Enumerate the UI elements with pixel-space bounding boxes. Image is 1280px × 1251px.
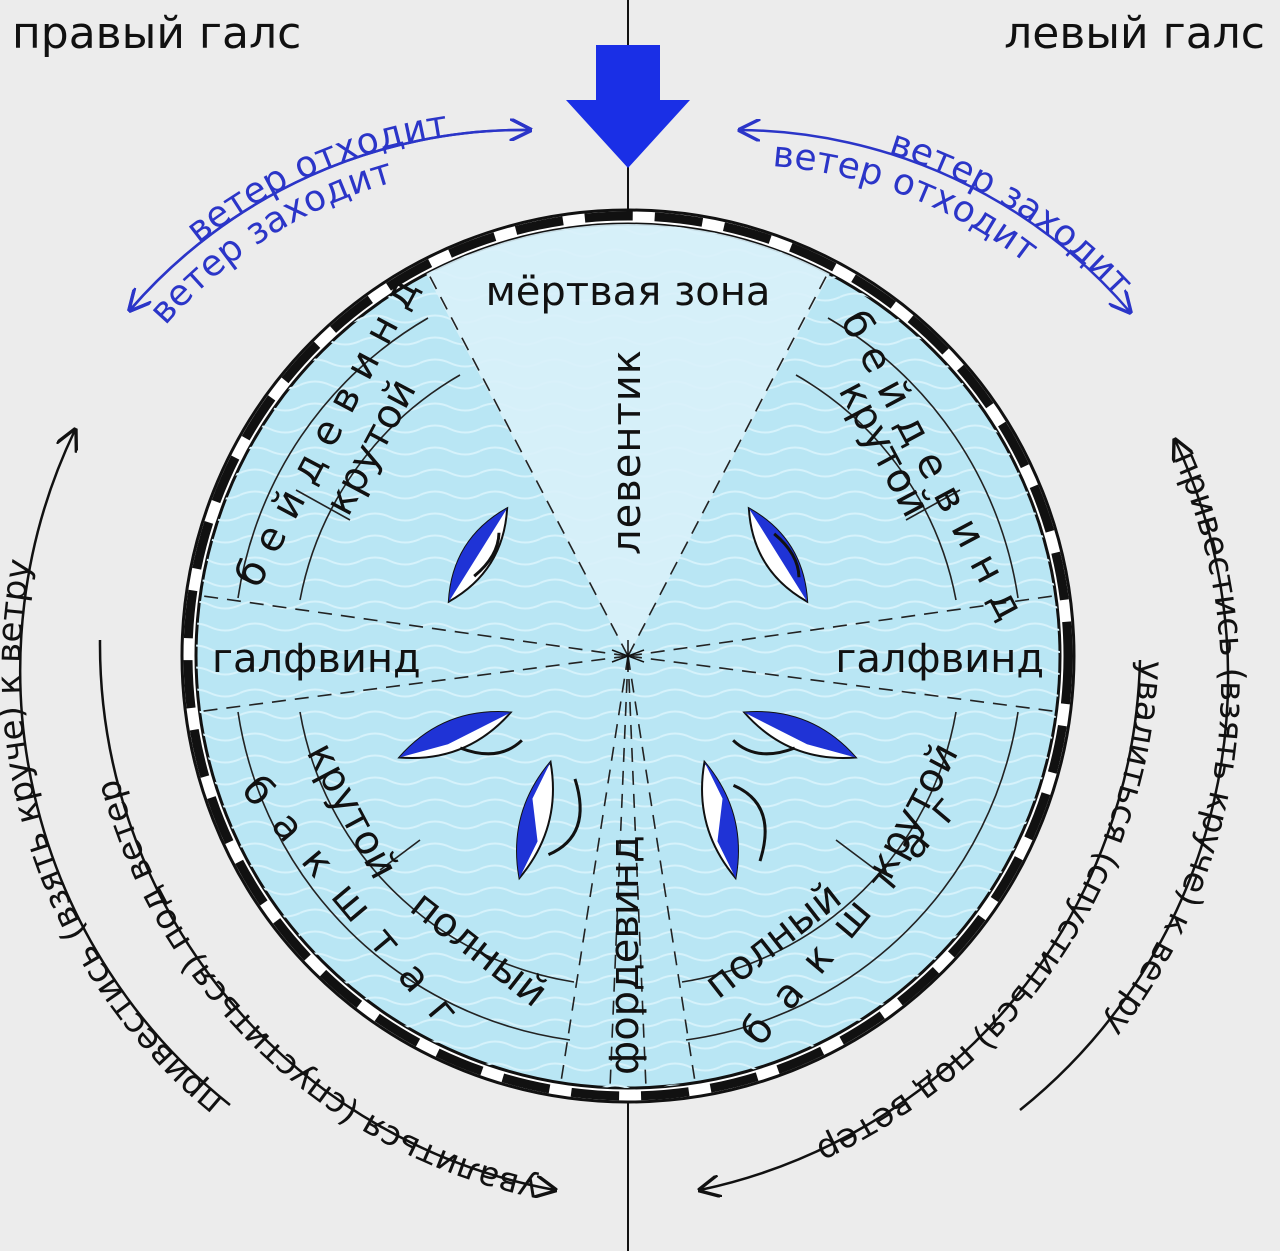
ring-dashes xyxy=(183,211,1073,1101)
maneuver-arrows-left-tack xyxy=(700,440,1230,1190)
beam-reach-label-right-tack: галфвинд xyxy=(212,636,421,682)
maneuver-arrows-right-tack xyxy=(18,430,555,1190)
boat-icon xyxy=(732,711,858,759)
wind-arrow-icon xyxy=(566,45,690,168)
wind-shift-arrows-right-tack xyxy=(130,130,530,310)
boat-icon xyxy=(397,711,523,759)
dead-zone-wedge xyxy=(400,224,856,656)
wind-shift-arrows-left-tack xyxy=(740,130,1130,312)
head-to-wind-label: левентик xyxy=(604,349,650,555)
sector-lines xyxy=(196,224,1060,1088)
boat-icon xyxy=(447,506,509,604)
running-label: фордевинд xyxy=(602,835,648,1075)
beam-reach-label-left-tack: галфвинд xyxy=(835,636,1044,682)
boat-icon xyxy=(516,759,582,881)
left-tack-label: левый галс xyxy=(1004,8,1265,59)
dead-zone-label: мёртвая зона xyxy=(486,269,771,315)
boat-icon xyxy=(701,759,767,881)
right-tack-label: правый галс xyxy=(12,8,301,59)
center-point xyxy=(611,640,645,672)
boat-icon xyxy=(747,506,809,604)
